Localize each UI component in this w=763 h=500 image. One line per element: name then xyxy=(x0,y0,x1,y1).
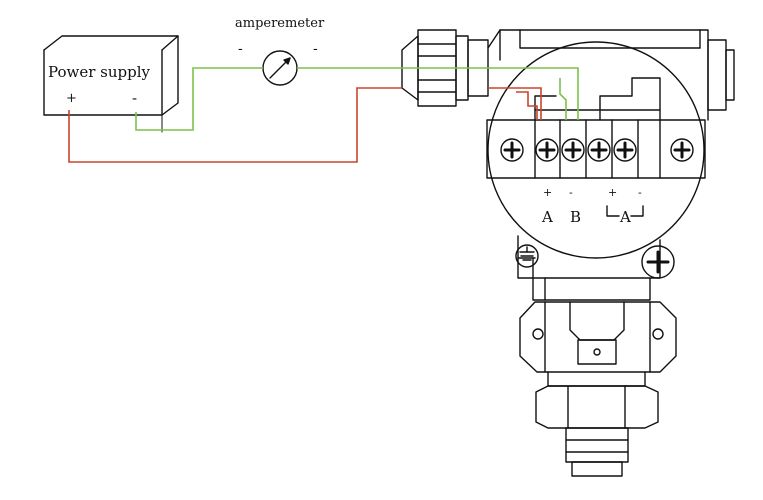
threaded-stem xyxy=(565,427,629,477)
power-supply-label: Power supply xyxy=(48,63,151,81)
screw-right xyxy=(670,138,694,162)
power-supply-box xyxy=(43,35,179,133)
screw-terminal-2 xyxy=(561,138,585,162)
ps-plus-label: + xyxy=(66,91,77,106)
amperemeter-minus-right: - xyxy=(313,41,318,57)
ground-screw-icon xyxy=(515,244,539,268)
sensor-body xyxy=(519,301,677,373)
terminal-sign-3: + xyxy=(608,186,617,199)
terminal-label-a2: A xyxy=(619,208,631,226)
amperemeter-symbol xyxy=(262,50,298,86)
wire-green-ps-to-meter xyxy=(135,67,263,131)
housing-circle xyxy=(487,41,705,259)
housing-neck xyxy=(517,235,661,301)
wires xyxy=(68,67,579,163)
terminal-label-a: A xyxy=(541,208,553,226)
amperemeter-minus-left: - xyxy=(238,41,243,57)
wire-red-ps-to-terminal xyxy=(68,87,402,163)
screw-housing-right xyxy=(641,245,675,279)
ps-minus-label: - xyxy=(132,89,137,107)
screw-terminal-4 xyxy=(613,138,637,162)
screw-left xyxy=(500,138,524,162)
terminal-bracket xyxy=(606,205,644,217)
terminal-block xyxy=(486,77,706,179)
hex-nut xyxy=(535,371,659,429)
wire-green-meter-to-terminal xyxy=(297,67,579,120)
screw-terminal-1 xyxy=(535,138,559,162)
screw-terminal-3 xyxy=(587,138,611,162)
terminal-sign-4: - xyxy=(638,186,642,199)
terminal-sign-2: - xyxy=(569,186,573,199)
amperemeter-label: amperemeter xyxy=(235,16,325,31)
terminal-label-b: B xyxy=(570,208,581,226)
terminal-sign-1: + xyxy=(543,186,552,199)
housing-top xyxy=(487,29,735,121)
